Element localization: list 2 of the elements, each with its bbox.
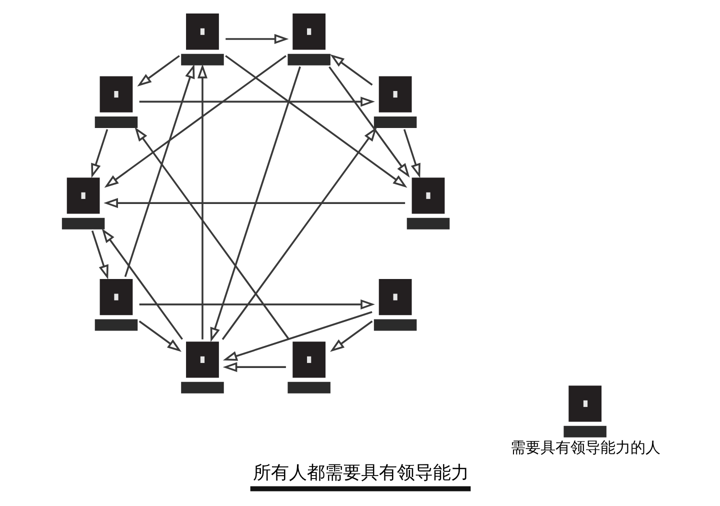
caption: 所有人都需要具有领导能力 <box>252 462 468 484</box>
node-label: 需要具有领导能力的人 <box>510 440 660 457</box>
